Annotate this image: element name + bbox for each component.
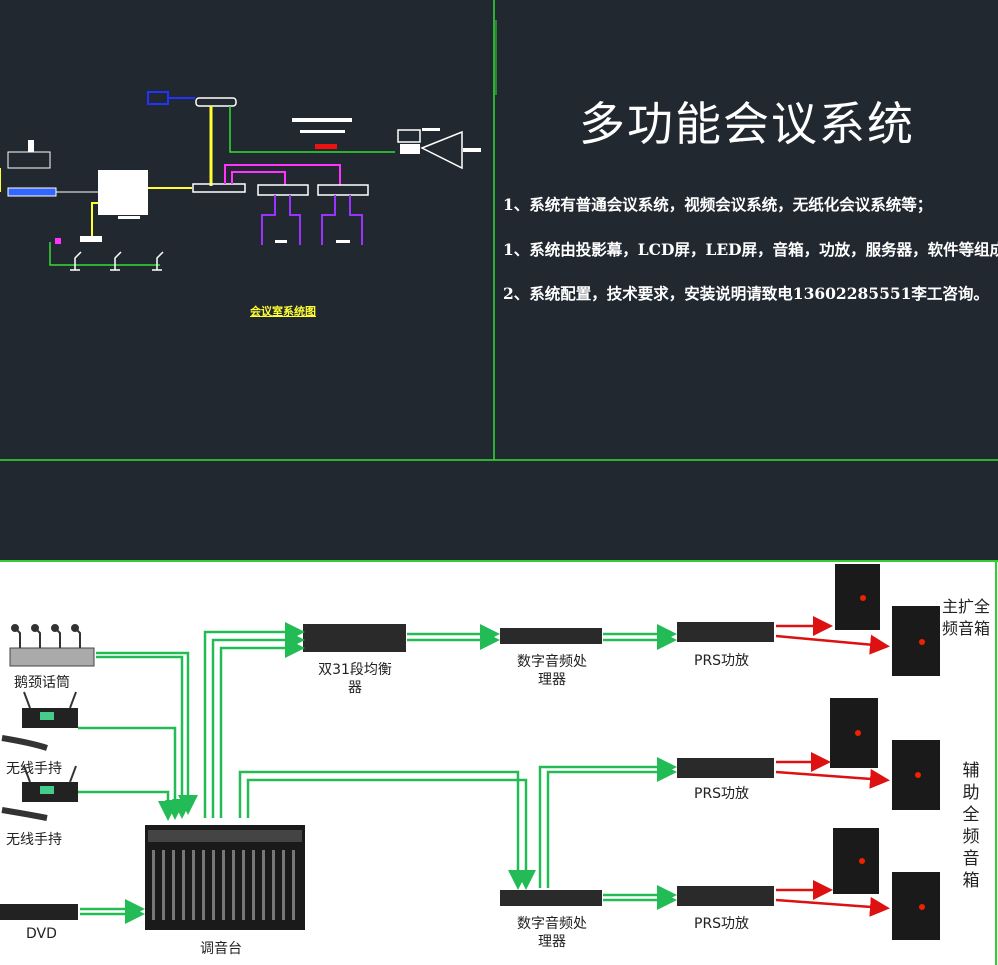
amp-2-label: PRS功放 [694, 786, 750, 802]
equalizer-label-line1: 双31段均衡 [318, 662, 392, 678]
projection-cone [420, 130, 463, 170]
dsp-bottom-label-line2: 理器 [538, 934, 566, 950]
cad-title: 多功能会议系统 [579, 97, 915, 151]
mixer-label: 调音台 [200, 941, 242, 957]
power-arrows [775, 616, 890, 917]
dvd-icon [0, 904, 78, 920]
dsp-top-label: 数字音频处 理器 [497, 653, 607, 689]
audio-flow-svg [0, 560, 998, 965]
wireless-1-label: 无线手持 [6, 761, 62, 777]
wireless-2-label: 无线手持 [6, 832, 62, 848]
equalizer-label: 双31段均衡 器 [300, 661, 410, 697]
rack-device-icon [7, 187, 57, 197]
blue-box-icon [147, 91, 169, 105]
speaker-tag-1 [275, 240, 287, 243]
equalizer-icon [303, 624, 406, 652]
dvd-label: DVD [26, 926, 57, 942]
amp-3-icon-flow [677, 886, 774, 906]
central-unit-label [118, 216, 140, 219]
red-bar [315, 144, 337, 149]
dsp-bottom-label-line1: 数字音频处 [517, 916, 587, 932]
cad-drawing-panel: 多功能会议系统 1、系统有普通会议系统，视频会议系统，无纸化会议系统等； 1、系… [0, 0, 998, 560]
equalizer-label-line2: 器 [348, 680, 362, 696]
dsp-top-icon [500, 628, 602, 644]
purple-wire-4 [349, 195, 363, 245]
amp-1-icon [257, 184, 309, 196]
amp-2-icon-flow [677, 758, 774, 778]
main-speakers-label-line2: 频音箱 [942, 619, 991, 638]
aux-speakers-label: 辅助全频音箱 [962, 761, 980, 891]
cad-note-3: 2、系统配置，技术要求，安装说明请致电13602285551李工咨询。 [503, 284, 989, 303]
switcher-icon [192, 183, 246, 193]
signal-arrows [78, 622, 677, 924]
yellow-wire-3 [80, 202, 98, 239]
projector-tag [422, 128, 440, 131]
main-speakers-label: 主扩全 频音箱 [942, 596, 990, 640]
central-unit-icon [98, 170, 148, 215]
magenta-wire-2 [231, 171, 286, 185]
cad-schematic [0, 0, 998, 461]
header-bar-2 [300, 130, 345, 133]
amp-2-icon [317, 184, 369, 196]
dsp-top-label-line2: 理器 [538, 672, 566, 688]
mic-icons [70, 251, 164, 271]
wireless-receiver-2-icon [1, 765, 78, 821]
cad-caption: 会议室系统图 [250, 305, 316, 318]
amp-3-label: PRS功放 [694, 916, 750, 932]
wireless-receiver-1-icon [1, 691, 78, 751]
purple-wire-2 [289, 195, 301, 245]
projector-label [463, 148, 481, 152]
mic-port [55, 238, 61, 244]
cad-note-2: 1、系统由投影幕，LCD屏，LED屏，音箱，功放，服务器，软件等组成； [503, 240, 998, 259]
header-bar [292, 118, 352, 122]
speaker-tag-2 [336, 240, 350, 243]
projector-body [400, 144, 420, 154]
dsp-bottom-label: 数字音频处 理器 [497, 915, 607, 951]
cad-note-1: 1、系统有普通会议系统，视频会议系统，无纸化会议系统等； [503, 195, 933, 214]
host-antenna [28, 140, 34, 152]
speaker-cones [855, 595, 925, 910]
mic-host-icon [80, 236, 102, 242]
purple-wire-3 [321, 195, 336, 245]
amp-1-icon-flow [677, 622, 774, 642]
dsp-top-label-line1: 数字音频处 [517, 654, 587, 670]
magenta-wire-1 [224, 164, 341, 185]
screen-icon [195, 97, 237, 107]
audio-flow-diagram: 鹅颈话筒 无线手持 无线手持 DVD 调音台 双31段均衡 器 数字音频处 理器… [0, 560, 998, 965]
gooseneck-label: 鹅颈话筒 [14, 675, 70, 691]
mixer-icon [145, 825, 305, 930]
mic-green-wire [49, 242, 160, 266]
main-speakers-label-line1: 主扩全 [942, 597, 991, 616]
green-wire-1 [229, 106, 395, 153]
speaker-icons [830, 564, 940, 940]
amp-1-label: PRS功放 [694, 653, 750, 669]
purple-wire-1 [261, 195, 276, 245]
gooseneck-mic-icon [9, 624, 95, 667]
dsp-bottom-icon [500, 890, 602, 906]
host-device-icon [7, 151, 51, 169]
projector-icon [397, 129, 421, 143]
